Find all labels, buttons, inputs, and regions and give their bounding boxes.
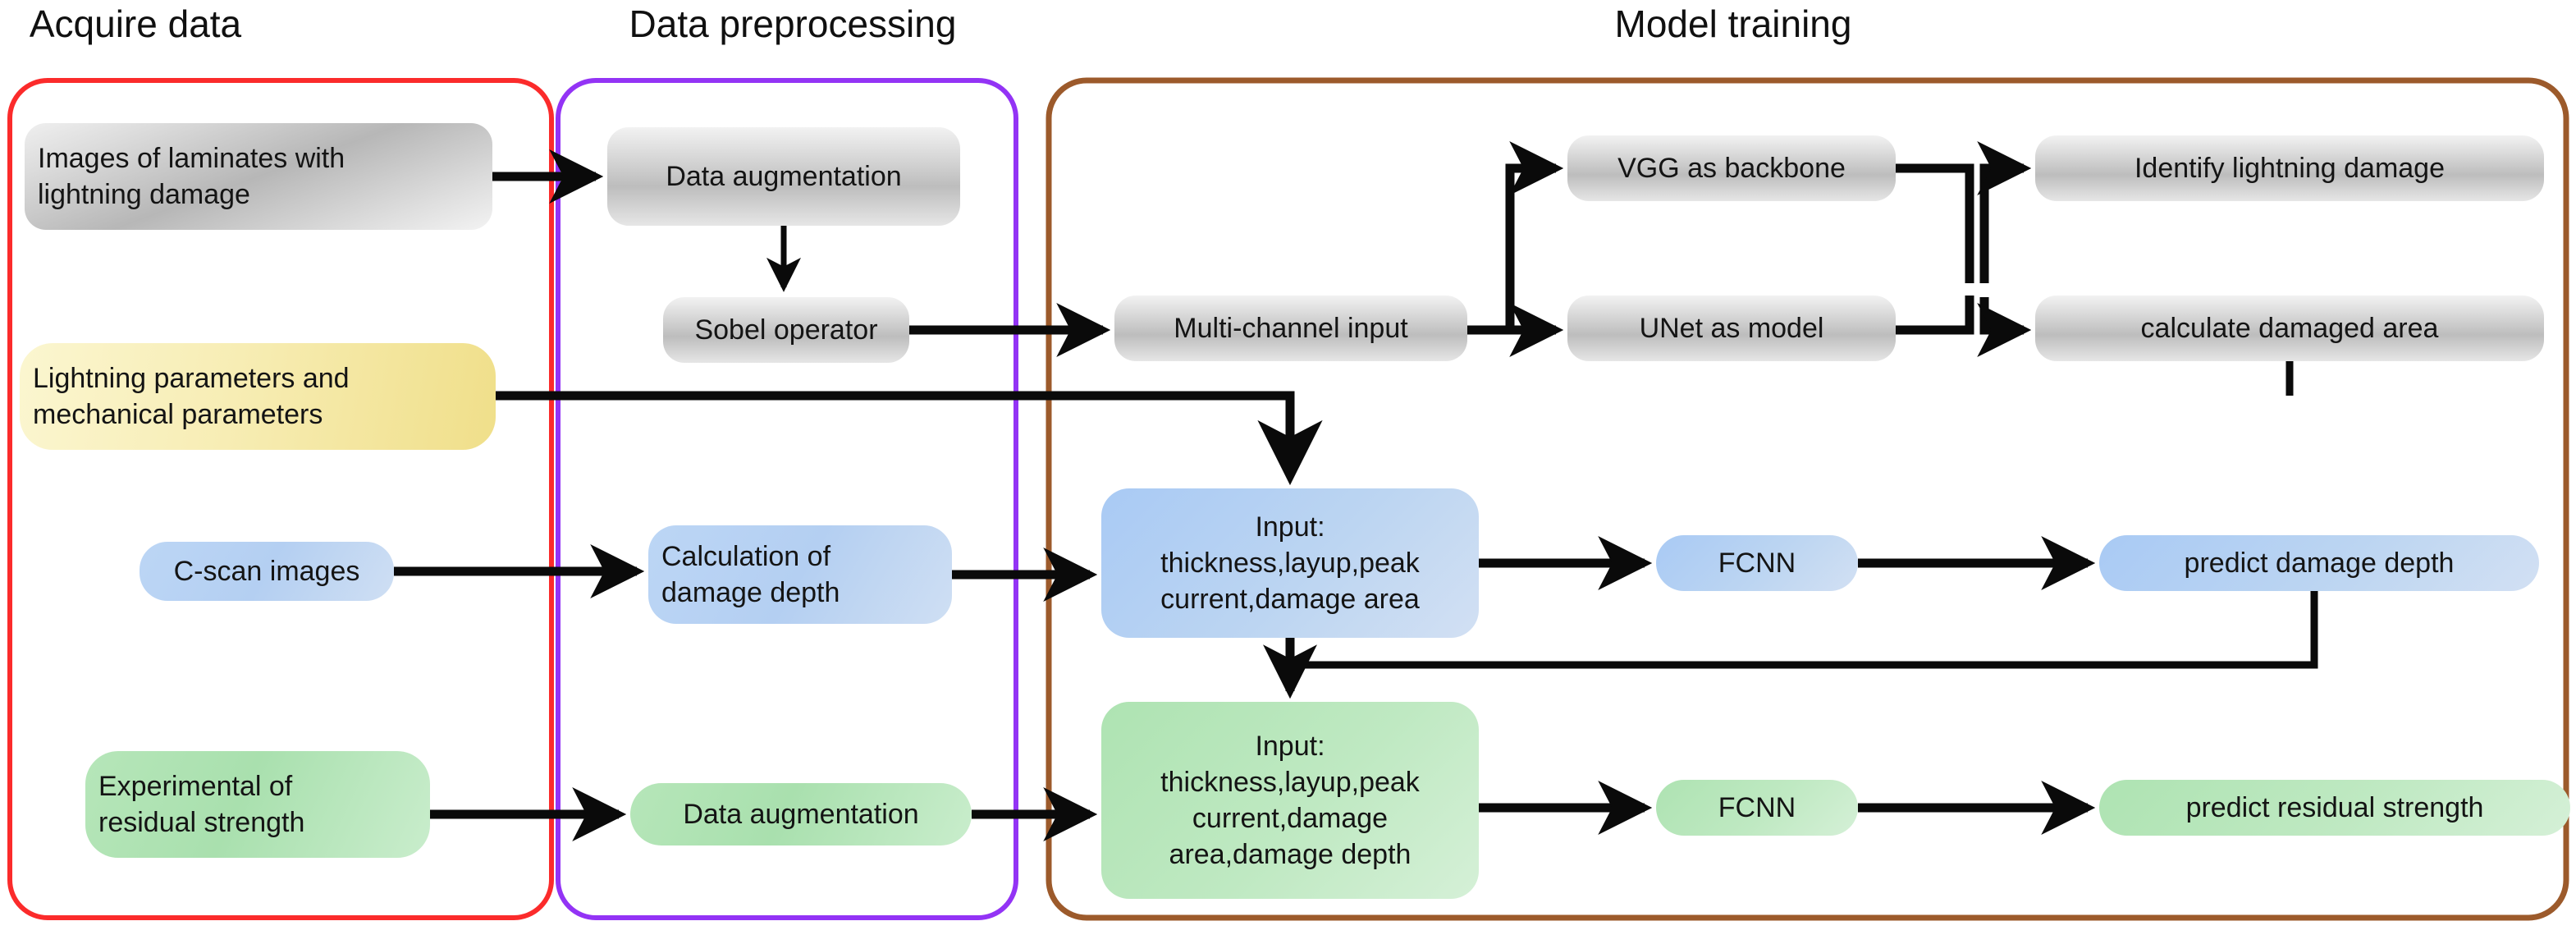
node-sobel-operator[interactable]: Sobel operator [663, 297, 909, 363]
node-label: Data augmentation [683, 798, 919, 830]
edge-vgg-to-bus [1896, 163, 1974, 283]
node-label-line: area,damage depth [1169, 839, 1412, 871]
node-label: Multi-channel input [1174, 312, 1408, 344]
node-images-of-laminates[interactable]: Images of laminates with lightning damag… [25, 123, 492, 230]
node-fcnn-strength[interactable]: FCNN [1656, 780, 1858, 836]
node-label: Identify lightning damage [2134, 152, 2446, 184]
node-input-blue-features[interactable]: Input: thickness,layup,peak current,dama… [1101, 488, 1479, 638]
node-multi-channel-input[interactable]: Multi-channel input [1114, 296, 1467, 361]
node-predict-residual-strength[interactable]: predict residual strength [2099, 780, 2570, 836]
node-calculation-of-damage-depth[interactable]: Calculation of damage depth [648, 525, 952, 624]
node-label-line: Input: [1255, 730, 1325, 762]
edge-multichannel-to-vgg [1467, 141, 1564, 335]
edge-bus-to-calculate-damaged-area [1977, 297, 2032, 357]
node-label-line: thickness,layup,peak [1160, 547, 1420, 579]
node-unet-as-model[interactable]: UNet as model [1567, 296, 1896, 361]
node-predict-damage-depth[interactable]: predict damage depth [2099, 535, 2539, 591]
node-label-line: Input: [1255, 511, 1325, 543]
edge-lightning-params-to-input-blue [496, 391, 1323, 486]
node-label-line: mechanical parameters [33, 399, 323, 430]
node-label: FCNN [1718, 791, 1796, 823]
group-box-training [1045, 77, 2569, 921]
node-experimental-residual-strength[interactable]: Experimental of residual strength [85, 751, 430, 858]
node-label-line: residual strength [98, 807, 305, 838]
node-label: UNet as model [1639, 312, 1824, 344]
edge-bus-to-identify [1977, 141, 2032, 283]
node-label-line: thickness,layup,peak [1160, 766, 1420, 798]
node-data-augmentation-images[interactable]: Data augmentation [607, 127, 960, 226]
node-data-augmentation-strength[interactable]: Data augmentation [630, 783, 972, 845]
node-label-line: Images of laminates with [38, 142, 345, 174]
node-identify-lightning-damage[interactable]: Identify lightning damage [2035, 135, 2544, 201]
node-input-green-features[interactable]: Input: thickness,layup,peak current,dama… [1101, 702, 1479, 899]
node-label: VGG as backbone [1617, 152, 1846, 184]
node-label: Data augmentation [666, 160, 902, 192]
node-label: Sobel operator [694, 314, 878, 346]
node-label-line: damage depth [661, 577, 840, 608]
edge-unet-to-bus [1896, 296, 1974, 335]
node-label-line: Lightning parameters and [33, 362, 350, 394]
group-title-model-training: Model training [1614, 2, 1852, 45]
node-lightning-and-mechanical-parameters[interactable]: Lightning parameters and mechanical para… [20, 343, 496, 450]
node-label-line: Experimental of [98, 770, 293, 802]
group-box-acquire [7, 78, 554, 920]
node-vgg-as-backbone[interactable]: VGG as backbone [1567, 135, 1896, 201]
node-c-scan-images[interactable]: C-scan images [140, 542, 394, 601]
node-label: predict damage depth [2184, 547, 2455, 579]
node-label-line: current,damage area [1160, 584, 1420, 616]
node-label: predict residual strength [2185, 791, 2484, 823]
node-label: FCNN [1718, 547, 1796, 579]
group-title-data-preprocessing: Data preprocessing [629, 2, 957, 45]
edge-predict-depth-to-input-green [1290, 591, 2318, 669]
node-label-line: lightning damage [38, 179, 250, 210]
node-label-line: current,damage [1192, 803, 1389, 834]
node-calculate-damaged-area[interactable]: calculate damaged area [2035, 296, 2544, 361]
node-label: C-scan images [173, 555, 360, 587]
group-box-preprocessing [556, 78, 1018, 920]
node-label: calculate damaged area [2140, 312, 2439, 344]
node-label-line: Calculation of [661, 540, 831, 572]
node-fcnn-depth[interactable]: FCNN [1656, 535, 1858, 591]
group-title-acquire-data: Acquire data [29, 2, 242, 45]
